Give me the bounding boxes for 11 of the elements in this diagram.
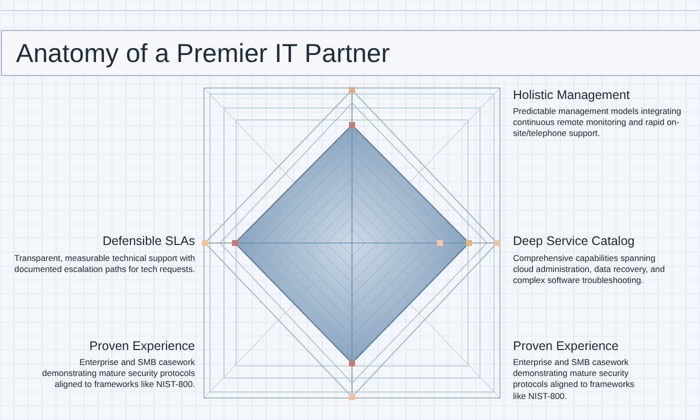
section-heading: Proven Experience bbox=[513, 339, 620, 353]
section-description: Predictable management models integrating continuous remote monitoring and rapid on-site/telephone support. bbox=[513, 106, 682, 140]
title: Anatomy of a Premier IT Partner bbox=[16, 38, 390, 69]
section-heading: Deep Service Catalog bbox=[513, 234, 636, 248]
section-description: Transparent, measurable technical support with documented escalation paths for tech requests. bbox=[13, 253, 195, 276]
section-heading: Proven Experience bbox=[88, 339, 195, 353]
section-description: Enterprise and SMB casework demonstrating mature security protocols aligned to frameworks like NIST-800. bbox=[41, 357, 195, 391]
section-heading: Holistic Management bbox=[513, 88, 631, 102]
section-description: Enterprise and SMB casework demonstrating mature security protocols aligned to frameworks like NIST-800. bbox=[513, 357, 636, 402]
section-heading: Defensible SLAs bbox=[102, 234, 195, 248]
section-description: Comprehensive capabilities spanning cloud administration, data recovery, and complex software troubleshooting. bbox=[513, 253, 666, 287]
